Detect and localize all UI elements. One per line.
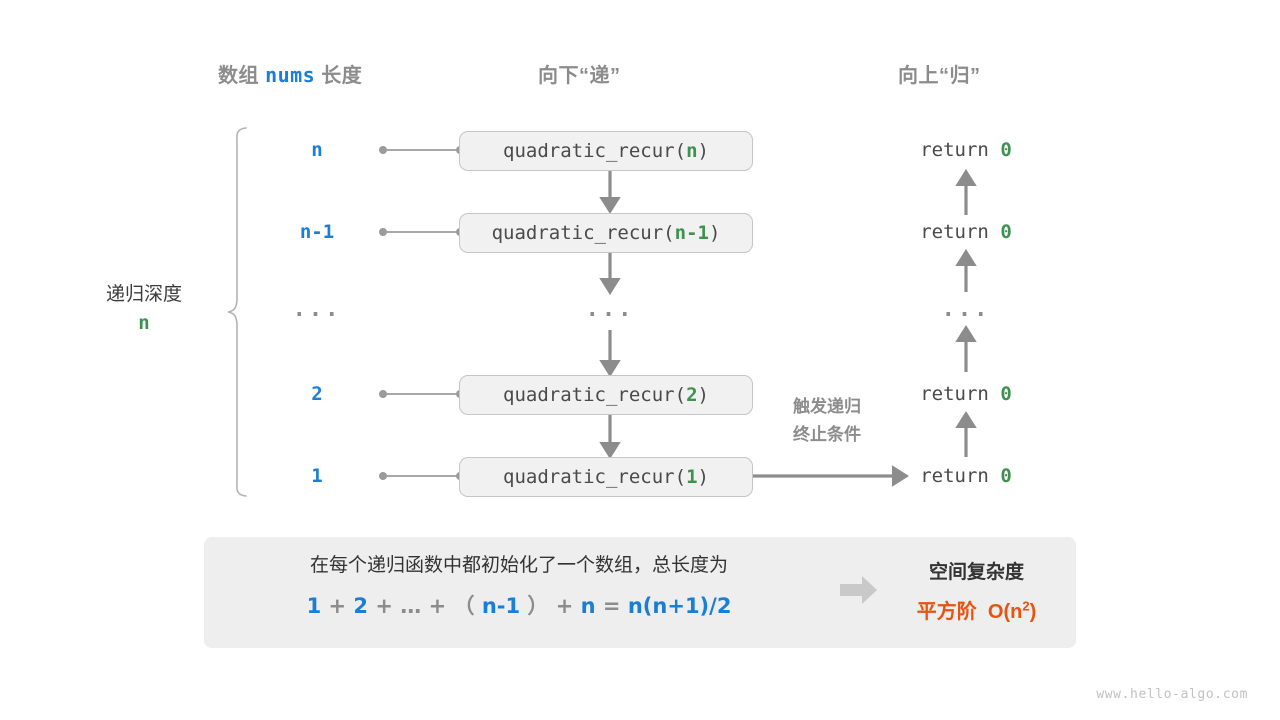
formula-token-4: … — [400, 594, 422, 619]
summary-description: 在每个递归函数中都初始化了一个数组，总长度为 — [309, 555, 728, 576]
formula-token-3: + — [375, 594, 393, 619]
return-statement-1: return 0 — [886, 221, 1046, 243]
level-label-4: 1 — [311, 465, 323, 487]
column-header-recurse-down: 向下“递” — [538, 65, 621, 87]
formula-token-11: = — [602, 594, 621, 619]
header-array-prefix: 数组 — [218, 65, 259, 87]
formula-token-6: （ — [453, 594, 475, 619]
formula-token-1: + — [328, 594, 347, 619]
level-label-1: n-1 — [299, 221, 335, 243]
header-array-var: nums — [265, 63, 316, 87]
return-value-1: 0 — [1000, 221, 1012, 243]
formula-token-9: + — [555, 594, 574, 619]
level-label-0: n — [311, 139, 323, 161]
call-box-0-arg: n — [686, 140, 698, 162]
call-box-ellipsis: ... — [585, 297, 635, 322]
termination-note-line1: 触发递归 — [793, 397, 861, 416]
formula-token-12: n(n+1)/2 — [627, 594, 732, 619]
return-value-0: 0 — [1000, 139, 1012, 161]
formula-token-0: 1 — [306, 594, 322, 619]
level-label-ellipsis: ... — [292, 297, 342, 322]
return-value-4: 0 — [1000, 465, 1012, 487]
column-header-array-length: 数组 nums 长度 — [218, 59, 362, 88]
formula-token-7: n-1 — [481, 594, 521, 619]
formula-token-2: 2 — [353, 594, 369, 619]
watermark: www.hello-algo.com — [1096, 687, 1248, 702]
return-keyword-0: return — [920, 139, 989, 161]
return-statement-3: return 0 — [886, 383, 1046, 405]
call-box-4[interactable]: quadratic_recur(1) — [459, 457, 753, 497]
level-label-3: 2 — [311, 383, 323, 405]
recursion-depth-label: 递归深度 n — [88, 280, 200, 339]
return-keyword-1: return — [920, 221, 989, 243]
complexity-prefix: 平方阶 — [916, 601, 977, 623]
complexity-notation: O(n — [987, 601, 1023, 623]
formula-token-5: + — [428, 594, 447, 619]
space-complexity-title: 空间复杂度 — [928, 562, 1024, 583]
call-box-3-name: quadratic_recur — [503, 384, 675, 406]
call-box-1-name: quadratic_recur — [491, 222, 664, 244]
space-complexity-value: 平方阶 O(n2) — [884, 595, 1069, 624]
formula-token-10: n — [580, 594, 596, 619]
call-box-3-arg: 2 — [686, 384, 698, 406]
call-box-1-arg: n-1 — [674, 222, 709, 244]
call-box-4-arg: 1 — [686, 466, 698, 488]
call-box-1[interactable]: quadratic_recur(n-1) — [459, 213, 753, 253]
recursion-depth-text: 递归深度 — [105, 284, 182, 305]
complexity-suffix: ) — [1029, 601, 1037, 623]
depth-brace — [226, 126, 252, 498]
call-box-0-name: quadratic_recur — [503, 140, 675, 162]
header-array-suffix: 长度 — [321, 65, 363, 87]
return-statement-4: return 0 — [886, 465, 1046, 487]
summary-left: 在每个递归函数中都初始化了一个数组，总长度为 1 + 2 + … + （ n-1… — [234, 551, 804, 620]
summary-formula: 1 + 2 + … + （ n-1 ） + n = n(n+1)/2 — [234, 590, 804, 620]
return-ellipsis: ... — [941, 297, 991, 322]
recursion-depth-value: n — [138, 312, 150, 335]
formula-token-8: ） — [527, 594, 549, 619]
summary-panel: 在每个递归函数中都初始化了一个数组，总长度为 1 + 2 + … + （ n-1… — [204, 537, 1076, 648]
return-keyword-3: return — [920, 383, 989, 405]
termination-note-line2: 终止条件 — [793, 425, 861, 445]
summary-right: 空间复杂度 平方阶 O(n2) — [884, 557, 1069, 624]
complexity-exponent: 2 — [1022, 598, 1030, 614]
return-keyword-4: return — [920, 465, 989, 487]
return-value-3: 0 — [1000, 383, 1012, 405]
call-box-4-name: quadratic_recur — [503, 466, 675, 488]
flow-arrow-icon — [840, 575, 878, 605]
return-statement-0: return 0 — [886, 139, 1046, 161]
termination-condition-note: 触发递归 终止条件 — [757, 393, 897, 449]
call-box-0[interactable]: quadratic_recur(n) — [459, 131, 753, 171]
column-header-return-up: 向上“归” — [898, 65, 981, 87]
call-box-3[interactable]: quadratic_recur(2) — [459, 375, 753, 415]
